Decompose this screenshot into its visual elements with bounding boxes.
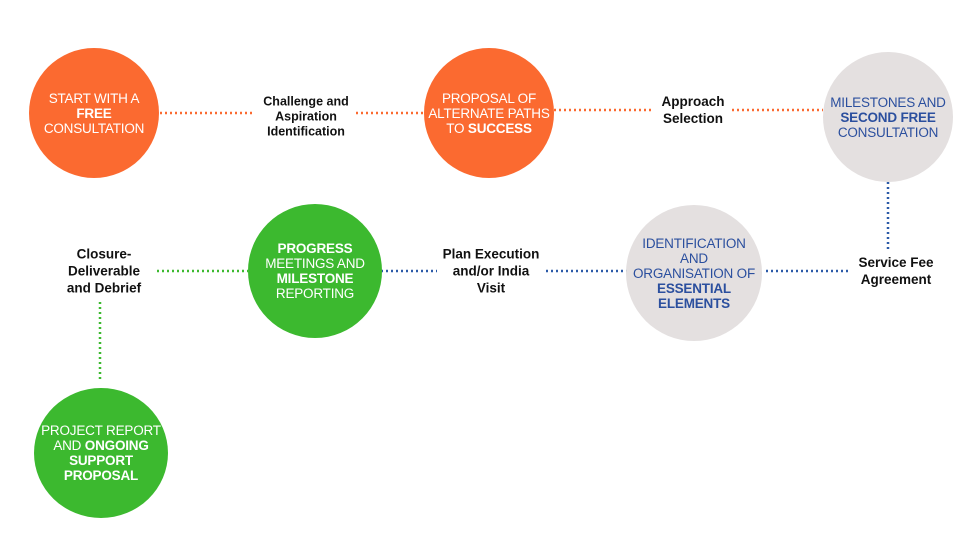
- milestones-text-line: CONSULTATION: [837, 124, 939, 140]
- approach-label-line: Selection: [662, 111, 724, 126]
- report-text-line: AND ONGOING: [53, 438, 149, 453]
- progress-text-segment: REPORTING: [275, 286, 355, 301]
- progress-text-line: PROGRESS: [278, 241, 353, 256]
- report-text-segment: AND: [53, 438, 85, 453]
- report-text-segment: SUPPORT: [69, 453, 133, 468]
- identification-text-line: IDENTIFICATION: [642, 235, 746, 251]
- progress-text-segment: MILESTONE: [276, 271, 354, 286]
- challenge-label-line: Aspiration: [275, 109, 337, 124]
- identification-text-line: ORGANISATION OF: [633, 266, 755, 281]
- plan-execution-label-line: and/or India: [452, 263, 530, 279]
- report-text-line: SUPPORT: [69, 453, 133, 468]
- start-text-segment: FREE: [76, 105, 112, 121]
- challenge-label-line: Identification: [267, 124, 345, 139]
- progress-text-line: REPORTING: [276, 286, 354, 301]
- identification-text-segment: ORGANISATION OF: [632, 265, 755, 281]
- proposal-text-line: PROPOSAL OF: [442, 91, 536, 106]
- approach-label-line: Approach: [661, 94, 725, 109]
- identification-text-segment: ESSENTIAL: [657, 280, 731, 296]
- plan-execution-label-line: Visit: [476, 280, 506, 296]
- report-text-segment: ONGOING: [84, 438, 149, 453]
- closure-label-line: Deliverable: [67, 263, 141, 279]
- challenge-label-line: Challenge and: [263, 94, 349, 109]
- report-text-line: PROPOSAL: [64, 468, 138, 483]
- start-text-segment: START WITH A: [48, 90, 140, 106]
- start-text-line: CONSULTATION: [43, 120, 145, 136]
- proposal-text-segment: PROPOSAL OF: [441, 90, 537, 106]
- report-text-line: PROJECT REPORT: [41, 423, 161, 438]
- start-text-line: START WITH A: [49, 91, 140, 106]
- start-text-segment: CONSULTATION: [43, 120, 145, 136]
- closure-label-line: and Debrief: [66, 280, 142, 296]
- identification-text-segment: AND: [680, 250, 708, 266]
- progress-text-segment: MEETINGS AND: [265, 256, 365, 271]
- proposal-text-line: ALTERNATE PATHS: [428, 106, 549, 121]
- identification-text-segment: IDENTIFICATION: [642, 235, 746, 251]
- identification-text-line: ESSENTIAL: [657, 281, 731, 296]
- milestones-text-line: SECOND FREE: [840, 109, 936, 125]
- identification-text-line: ELEMENTS: [658, 296, 730, 311]
- closure-label-line: Closure-: [76, 246, 132, 262]
- proposal-text-line: TO SUCCESS: [446, 121, 532, 136]
- start-text-line: FREE: [76, 106, 111, 121]
- plan-execution-label-line: Plan Execution: [442, 246, 540, 262]
- progress-text-line: MILESTONE: [277, 271, 354, 286]
- milestones-text-line: MILESTONES AND: [830, 94, 946, 110]
- proposal-text-segment: SUCCESS: [467, 120, 532, 136]
- report-text-segment: PROPOSAL: [63, 468, 139, 483]
- identification-text-line: AND: [680, 251, 708, 266]
- report-text-segment: PROJECT REPORT: [41, 423, 161, 438]
- proposal-text-segment: TO: [446, 120, 468, 136]
- milestones-text-segment: MILESTONES AND: [830, 94, 946, 110]
- progress-text-line: MEETINGS AND: [265, 256, 365, 271]
- identification-text-segment: ELEMENTS: [658, 295, 730, 311]
- milestones-text-segment: CONSULTATION: [837, 124, 939, 140]
- progress-text-segment: PROGRESS: [277, 241, 353, 256]
- service-fee-label-line: Agreement: [860, 272, 932, 287]
- service-fee-label-line: Service Fee: [858, 255, 934, 270]
- proposal-text-segment: ALTERNATE PATHS: [428, 105, 550, 121]
- milestones-text-segment: SECOND FREE: [840, 109, 936, 125]
